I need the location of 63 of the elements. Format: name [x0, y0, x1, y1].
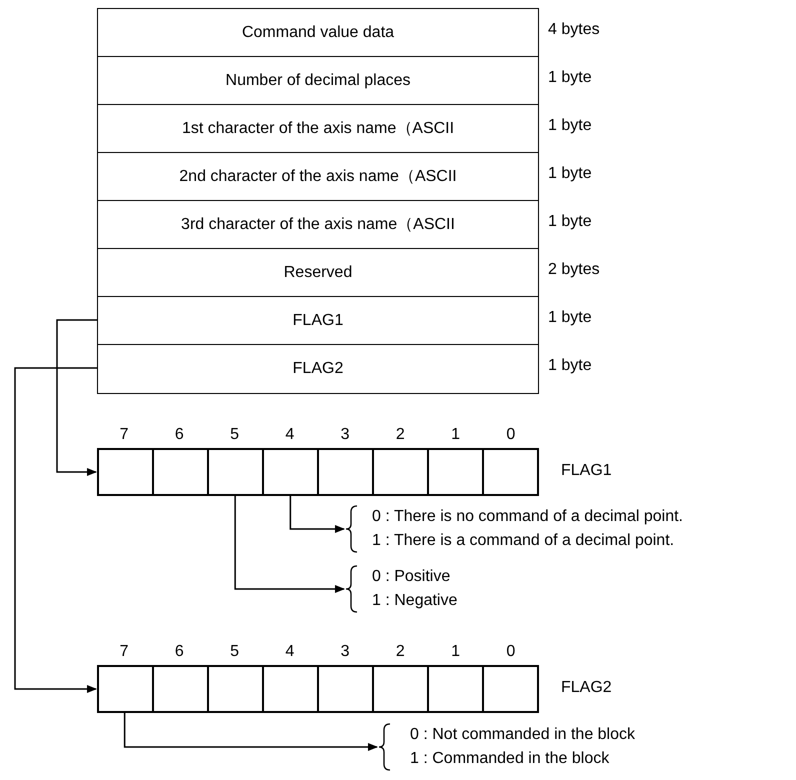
bit-cell — [153, 666, 208, 712]
bit-cell — [153, 449, 208, 495]
field-row: FLAG1 — [97, 296, 539, 346]
bit-cell — [318, 449, 373, 495]
byte-size: 1 byte — [548, 117, 592, 135]
arrow — [234, 496, 345, 593]
bit-cell — [208, 449, 263, 495]
bit-cell — [208, 666, 263, 712]
bit-number: 1 — [451, 643, 460, 661]
arrow — [124, 713, 378, 751]
bit-number: 6 — [174, 643, 184, 661]
value-description: 0 : There is no command of a decimal point. — [372, 507, 683, 527]
bit-number: 3 — [340, 426, 350, 444]
bit-number: 0 — [506, 643, 516, 661]
value-description: 0 : Positive — [372, 567, 450, 587]
arrow — [290, 496, 345, 533]
field-row: Command value data — [97, 8, 539, 58]
bit-number: 2 — [396, 643, 405, 661]
value-description: 0 : Not commanded in the block — [410, 725, 636, 745]
byte-size: 1 byte — [548, 165, 592, 183]
byte-size: 1 byte — [548, 213, 592, 231]
bit-cell — [263, 449, 318, 495]
bit-cell — [483, 666, 538, 712]
bit-number: 1 — [451, 426, 460, 444]
bit-number: 0 — [506, 426, 516, 444]
arrow — [56, 319, 97, 476]
bit-register — [97, 665, 539, 713]
bit-cell — [98, 666, 153, 712]
bit-number: 6 — [174, 426, 184, 444]
bit-cell — [373, 449, 428, 495]
field-row: Reserved — [97, 248, 539, 298]
bit-number: 2 — [396, 426, 405, 444]
bit-number: 7 — [120, 426, 129, 444]
bit-number: 7 — [120, 643, 129, 661]
bit-number: 4 — [285, 643, 294, 661]
byte-size: 1 byte — [548, 309, 592, 327]
field-row: 2nd character of the axis name（ASCII — [97, 152, 539, 202]
bit-register — [97, 448, 539, 496]
bit-cell — [483, 449, 538, 495]
value-description: 1 : Commanded in the block — [410, 749, 610, 769]
bit-cell — [428, 666, 483, 712]
bit-cell — [428, 449, 483, 495]
field-row: 1st character of the axis name（ASCII — [97, 104, 539, 154]
value-description: 1 : Negative — [372, 591, 458, 611]
field-row: 3rd character of the axis name（ASCII — [97, 200, 539, 250]
bit-number: 5 — [230, 643, 240, 661]
bit-cell — [373, 666, 428, 712]
byte-size: 1 byte — [548, 357, 592, 375]
bit-number: 4 — [285, 426, 294, 444]
register-name: FLAG1 — [561, 462, 612, 480]
value-description: 1 : There is a command of a decimal point. — [372, 531, 674, 551]
register-name: FLAG2 — [561, 679, 612, 697]
bit-number: 3 — [340, 643, 350, 661]
arrow — [14, 367, 97, 693]
field-row: Number of decimal places — [97, 56, 539, 106]
bit-cell — [263, 666, 318, 712]
byte-size: 1 byte — [548, 69, 592, 87]
bit-cell — [98, 449, 153, 495]
byte-size: 2 bytes — [548, 261, 600, 279]
bit-number: 5 — [230, 426, 240, 444]
bit-cell — [318, 666, 373, 712]
byte-size: 4 bytes — [548, 21, 600, 39]
field-row: FLAG2 — [97, 344, 539, 394]
